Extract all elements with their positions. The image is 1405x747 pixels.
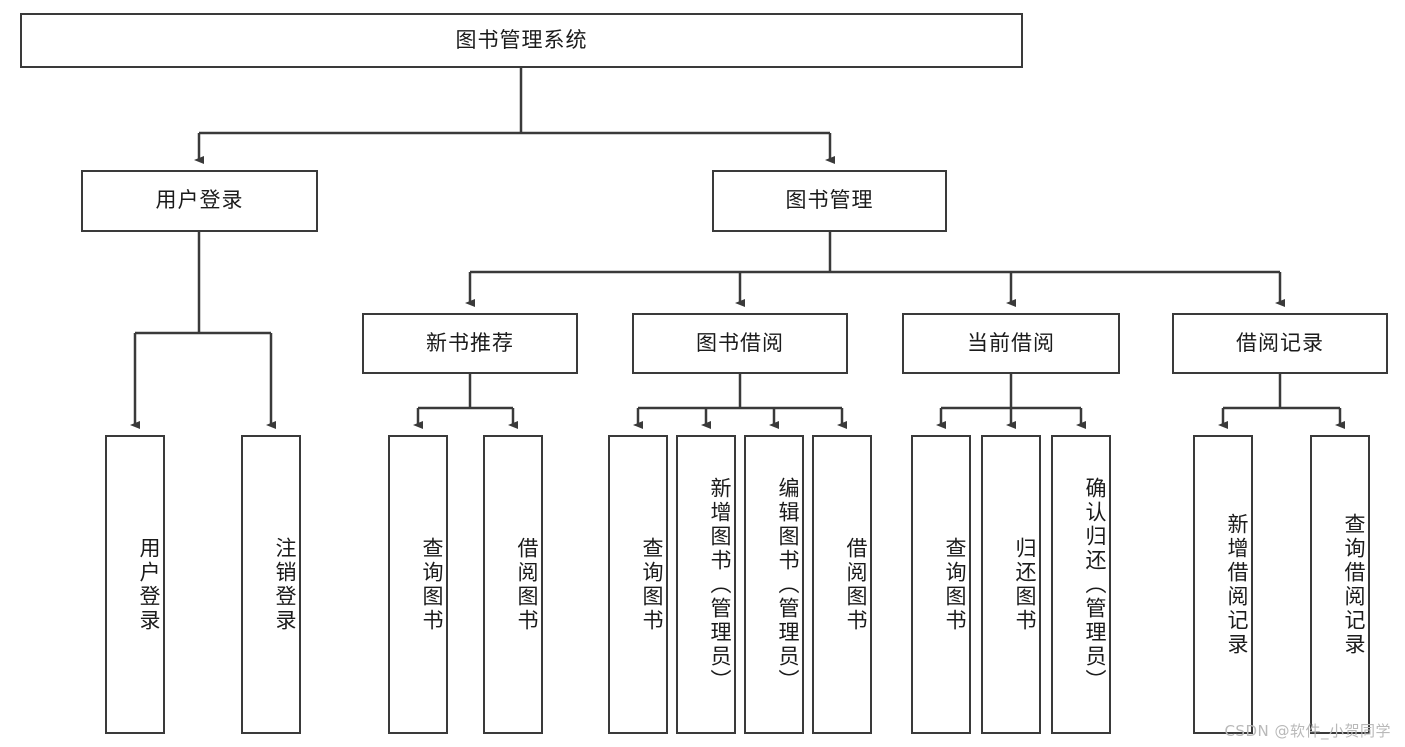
node-label: 图书借阅 [696,330,784,355]
node-label: 用户登录 [137,536,161,633]
node-label: 图书管理 [785,188,874,213]
leaf-book-borrow-borrow-book[interactable]: 借阅图书 [812,435,872,734]
node-label: 借阅记录 [1236,330,1324,355]
leaf-current-borrow-return-book[interactable]: 归还图书 [981,435,1041,734]
node-label: 新增借阅记录 [1225,512,1249,657]
leaf-borrow-record-query-record[interactable]: 查询借阅记录 [1310,435,1370,734]
node-label: 当前借阅 [967,330,1055,355]
node-current-borrow[interactable]: 当前借阅 [902,313,1120,374]
node-label: 查询借阅记录 [1342,512,1366,657]
leaf-user-login-login[interactable]: 用户登录 [105,435,165,734]
node-label: 查询图书 [420,536,444,633]
node-label: 借阅图书 [515,536,539,633]
leaf-book-borrow-edit-book-admin[interactable]: 编辑图书（管理员） [744,435,804,734]
node-book-borrow[interactable]: 图书借阅 [632,313,848,374]
leaf-current-borrow-query-book[interactable]: 查询图书 [911,435,971,734]
leaf-book-borrow-query-book[interactable]: 查询图书 [608,435,668,734]
leaf-borrow-record-add-record[interactable]: 新增借阅记录 [1193,435,1253,734]
leaf-new-book-query-book[interactable]: 查询图书 [388,435,448,734]
leaf-book-borrow-add-book-admin[interactable]: 新增图书（管理员） [676,435,736,734]
node-label: 新增图书（管理员） [708,476,732,693]
node-label: 确认归还（管理员） [1083,476,1107,693]
node-label: 编辑图书（管理员） [776,476,800,693]
node-label: 借阅图书 [844,536,868,633]
leaf-user-login-logout[interactable]: 注销登录 [241,435,301,734]
leaf-new-book-borrow-book[interactable]: 借阅图书 [483,435,543,734]
node-root-library-system[interactable]: 图书管理系统 [20,13,1023,68]
node-new-book-recommend[interactable]: 新书推荐 [362,313,578,374]
node-book-management[interactable]: 图书管理 [712,170,947,232]
leaf-current-borrow-confirm-return-admin[interactable]: 确认归还（管理员） [1051,435,1111,734]
node-label: 注销登录 [273,536,297,633]
node-label: 新书推荐 [426,330,514,355]
node-label: 查询图书 [640,536,664,633]
node-label: 归还图书 [1013,536,1037,633]
node-label: 查询图书 [943,536,967,633]
node-label: 用户登录 [155,188,244,213]
node-user-login[interactable]: 用户登录 [81,170,318,232]
node-label: 图书管理系统 [455,27,588,52]
node-borrow-record[interactable]: 借阅记录 [1172,313,1388,374]
